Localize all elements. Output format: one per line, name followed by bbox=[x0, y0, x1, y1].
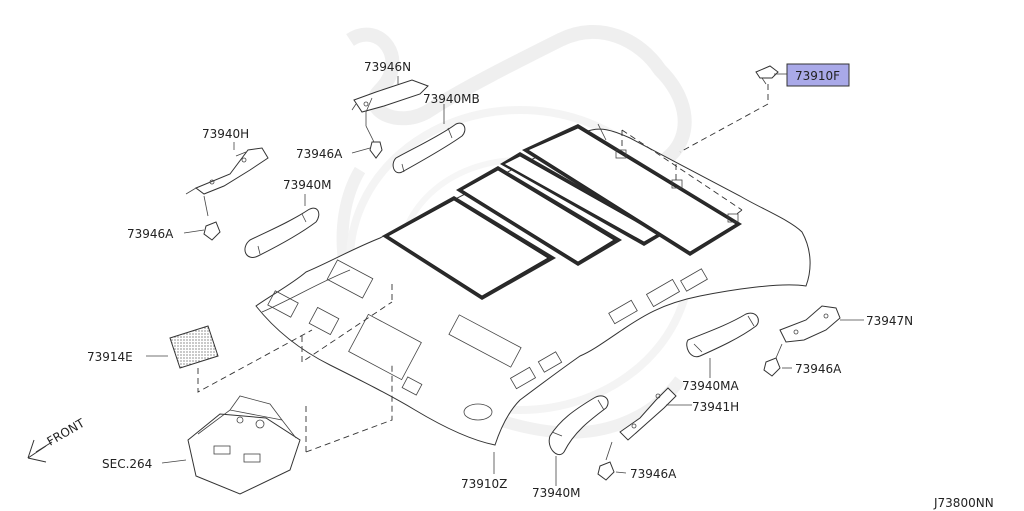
label-73940ma[interactable]: 73940MA bbox=[682, 379, 740, 393]
highlight-box-73910f bbox=[786, 63, 850, 87]
assist-grip-73940m-upper[interactable] bbox=[244, 207, 320, 258]
leader-lines bbox=[146, 73, 864, 486]
assist-grip-73940m-lower[interactable] bbox=[548, 395, 609, 456]
pad-73914e[interactable] bbox=[169, 325, 219, 369]
label-73914e[interactable]: 73914E bbox=[87, 350, 133, 364]
label-73941h[interactable]: 73941H bbox=[692, 400, 739, 414]
assist-grip-73940ma[interactable] bbox=[686, 312, 759, 358]
front-arrow-icon bbox=[27, 439, 53, 463]
bracket-73946n[interactable] bbox=[351, 79, 429, 113]
label-sec264[interactable]: SEC.264 bbox=[102, 457, 152, 471]
label-73910z[interactable]: 73910Z bbox=[461, 477, 507, 491]
label-73946a-3[interactable]: 73946A bbox=[630, 467, 677, 481]
label-73940m-1[interactable]: 73940M bbox=[283, 178, 332, 192]
label-73946n[interactable]: 73946N bbox=[364, 60, 411, 74]
label-front: FRONT bbox=[45, 416, 88, 449]
label-73947n[interactable]: 73947N bbox=[866, 314, 913, 328]
assist-grip-73940mb[interactable] bbox=[392, 122, 466, 174]
screw-73946a-1[interactable] bbox=[365, 125, 383, 159]
screw-73946a-3[interactable] bbox=[597, 461, 615, 481]
headliner-panel[interactable] bbox=[255, 123, 811, 446]
clip-73910f[interactable] bbox=[755, 65, 779, 85]
diagram-id: J73800NN bbox=[933, 496, 994, 510]
bracket-73941h[interactable] bbox=[619, 387, 677, 441]
bracket-73940h[interactable] bbox=[185, 147, 269, 195]
label-73910f[interactable]: 73910F bbox=[795, 69, 840, 83]
bracket-73947n[interactable] bbox=[779, 305, 841, 343]
label-73940m-2[interactable]: 73940M bbox=[532, 486, 581, 500]
label-73940mb[interactable]: 73940MB bbox=[423, 92, 480, 106]
screw-73946a-2[interactable] bbox=[203, 221, 221, 241]
label-73946a-2[interactable]: 73946A bbox=[127, 227, 174, 241]
label-73946a-1[interactable]: 73946A bbox=[296, 147, 343, 161]
map-lamp-sec264[interactable] bbox=[187, 395, 301, 495]
screw-73946a-4[interactable] bbox=[763, 357, 781, 377]
label-73946a-4[interactable]: 73946A bbox=[795, 362, 842, 376]
label-73940h[interactable]: 73940H bbox=[202, 127, 249, 141]
